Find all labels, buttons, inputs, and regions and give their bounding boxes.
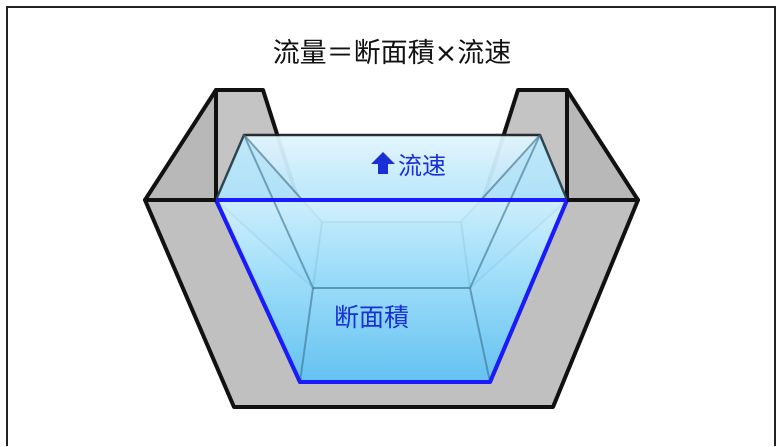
up-arrow-icon — [371, 152, 395, 174]
inner-edge-bottom-left — [299, 287, 314, 383]
inner-edge-bottom-right — [469, 287, 491, 383]
water-cross-section — [216, 200, 567, 382]
cross-section-label: 断面積 — [334, 303, 410, 332]
flow-velocity-label: 流速 — [370, 146, 446, 180]
formula-title: 流量＝断面積×流速 — [272, 38, 512, 69]
flow-velocity-text: 流速 — [398, 151, 446, 180]
right-channel-wall-outer — [565, 88, 640, 202]
left-channel-wall-outer — [143, 88, 218, 202]
inner-edge-right — [469, 134, 541, 289]
cross-section-outline — [214, 198, 569, 384]
inner-edge-left — [243, 134, 314, 289]
